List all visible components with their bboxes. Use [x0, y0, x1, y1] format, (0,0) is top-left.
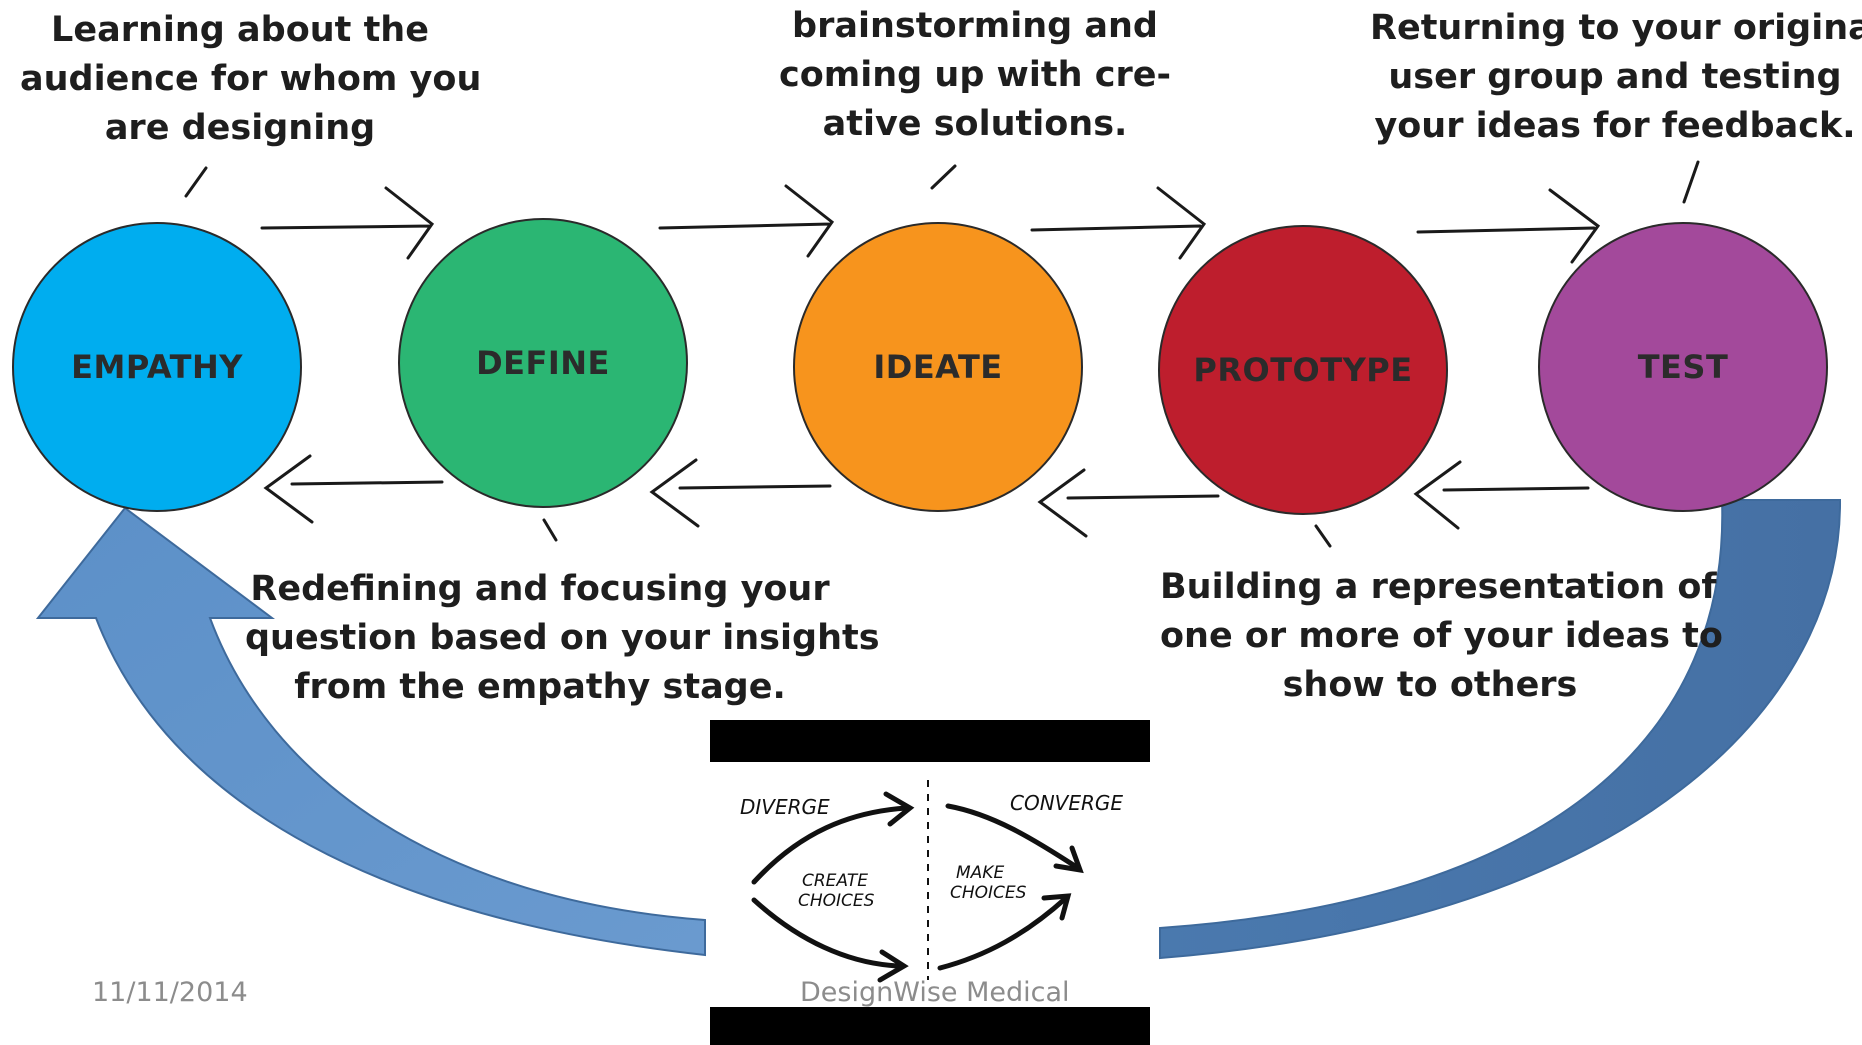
diverge-down-arrow [751, 897, 903, 969]
arrow-empathy-define [260, 186, 435, 260]
stage-test-label: TEST [1637, 348, 1729, 386]
loop-arrow-right [1159, 499, 1842, 960]
make-choices-label-1: MAKE [956, 863, 1004, 883]
stage-define-label: DEFINE [476, 344, 610, 382]
footer-company: DesignWise Medical [800, 977, 1070, 1008]
stage-prototype: PROTOTYPE [1158, 225, 1448, 515]
arrow-define-ideate [658, 184, 835, 258]
diverge-label: DIVERGE [740, 795, 830, 819]
sketch-bottom-bar [710, 1007, 1150, 1045]
arrow-ideate-prototype [1030, 186, 1207, 260]
sketch-drawing: DIVERGE CONVERGE CREATE CHOICES MAKE CHO… [740, 780, 1123, 983]
converge-up-arrow [937, 895, 1069, 971]
caption-empathy: Learning about the audience for whom you… [20, 10, 482, 148]
caption-prototype: Building a representation of one or more… [1160, 567, 1723, 705]
caption-test: Returning to your original user group an… [1370, 8, 1862, 146]
stage-ideate-label: IDEATE [873, 348, 1003, 386]
caption-ideate: brainstorming and coming up with cre- at… [778, 6, 1171, 144]
converge-down-arrow [945, 803, 1081, 871]
arrow-test-prototype [1413, 460, 1590, 530]
make-choices-label-2: CHOICES [950, 883, 1027, 903]
loop-arrow-left [35, 506, 706, 957]
backward-arrows [263, 454, 1590, 538]
create-choices-label-2: CHOICES [798, 891, 875, 911]
stage-prototype-label: PROTOTYPE [1193, 351, 1413, 389]
diverge-converge-sketch: DIVERGE CONVERGE CREATE CHOICES MAKE CHO… [710, 720, 1150, 1045]
caption-define: Redefining and focusing your question ba… [245, 569, 880, 707]
arrow-prototype-test [1416, 188, 1601, 264]
footer-date: 11/11/2014 [92, 977, 248, 1008]
create-choices-label-1: CREATE [802, 871, 868, 891]
sketch-top-bar [710, 720, 1150, 762]
stage-define: DEFINE [398, 218, 688, 508]
arrow-define-empathy [263, 454, 444, 524]
stage-ideate: IDEATE [793, 222, 1083, 512]
stage-empathy: EMPATHY [12, 222, 302, 512]
diverge-up-arrow [751, 805, 909, 885]
stage-empathy-label: EMPATHY [71, 348, 243, 386]
stage-test: TEST [1538, 222, 1828, 512]
arrow-prototype-ideate [1037, 468, 1220, 538]
arrow-ideate-define [649, 458, 832, 528]
converge-label: CONVERGE [1010, 791, 1123, 815]
caption-leaders [184, 160, 1700, 548]
forward-arrows [260, 184, 1601, 264]
